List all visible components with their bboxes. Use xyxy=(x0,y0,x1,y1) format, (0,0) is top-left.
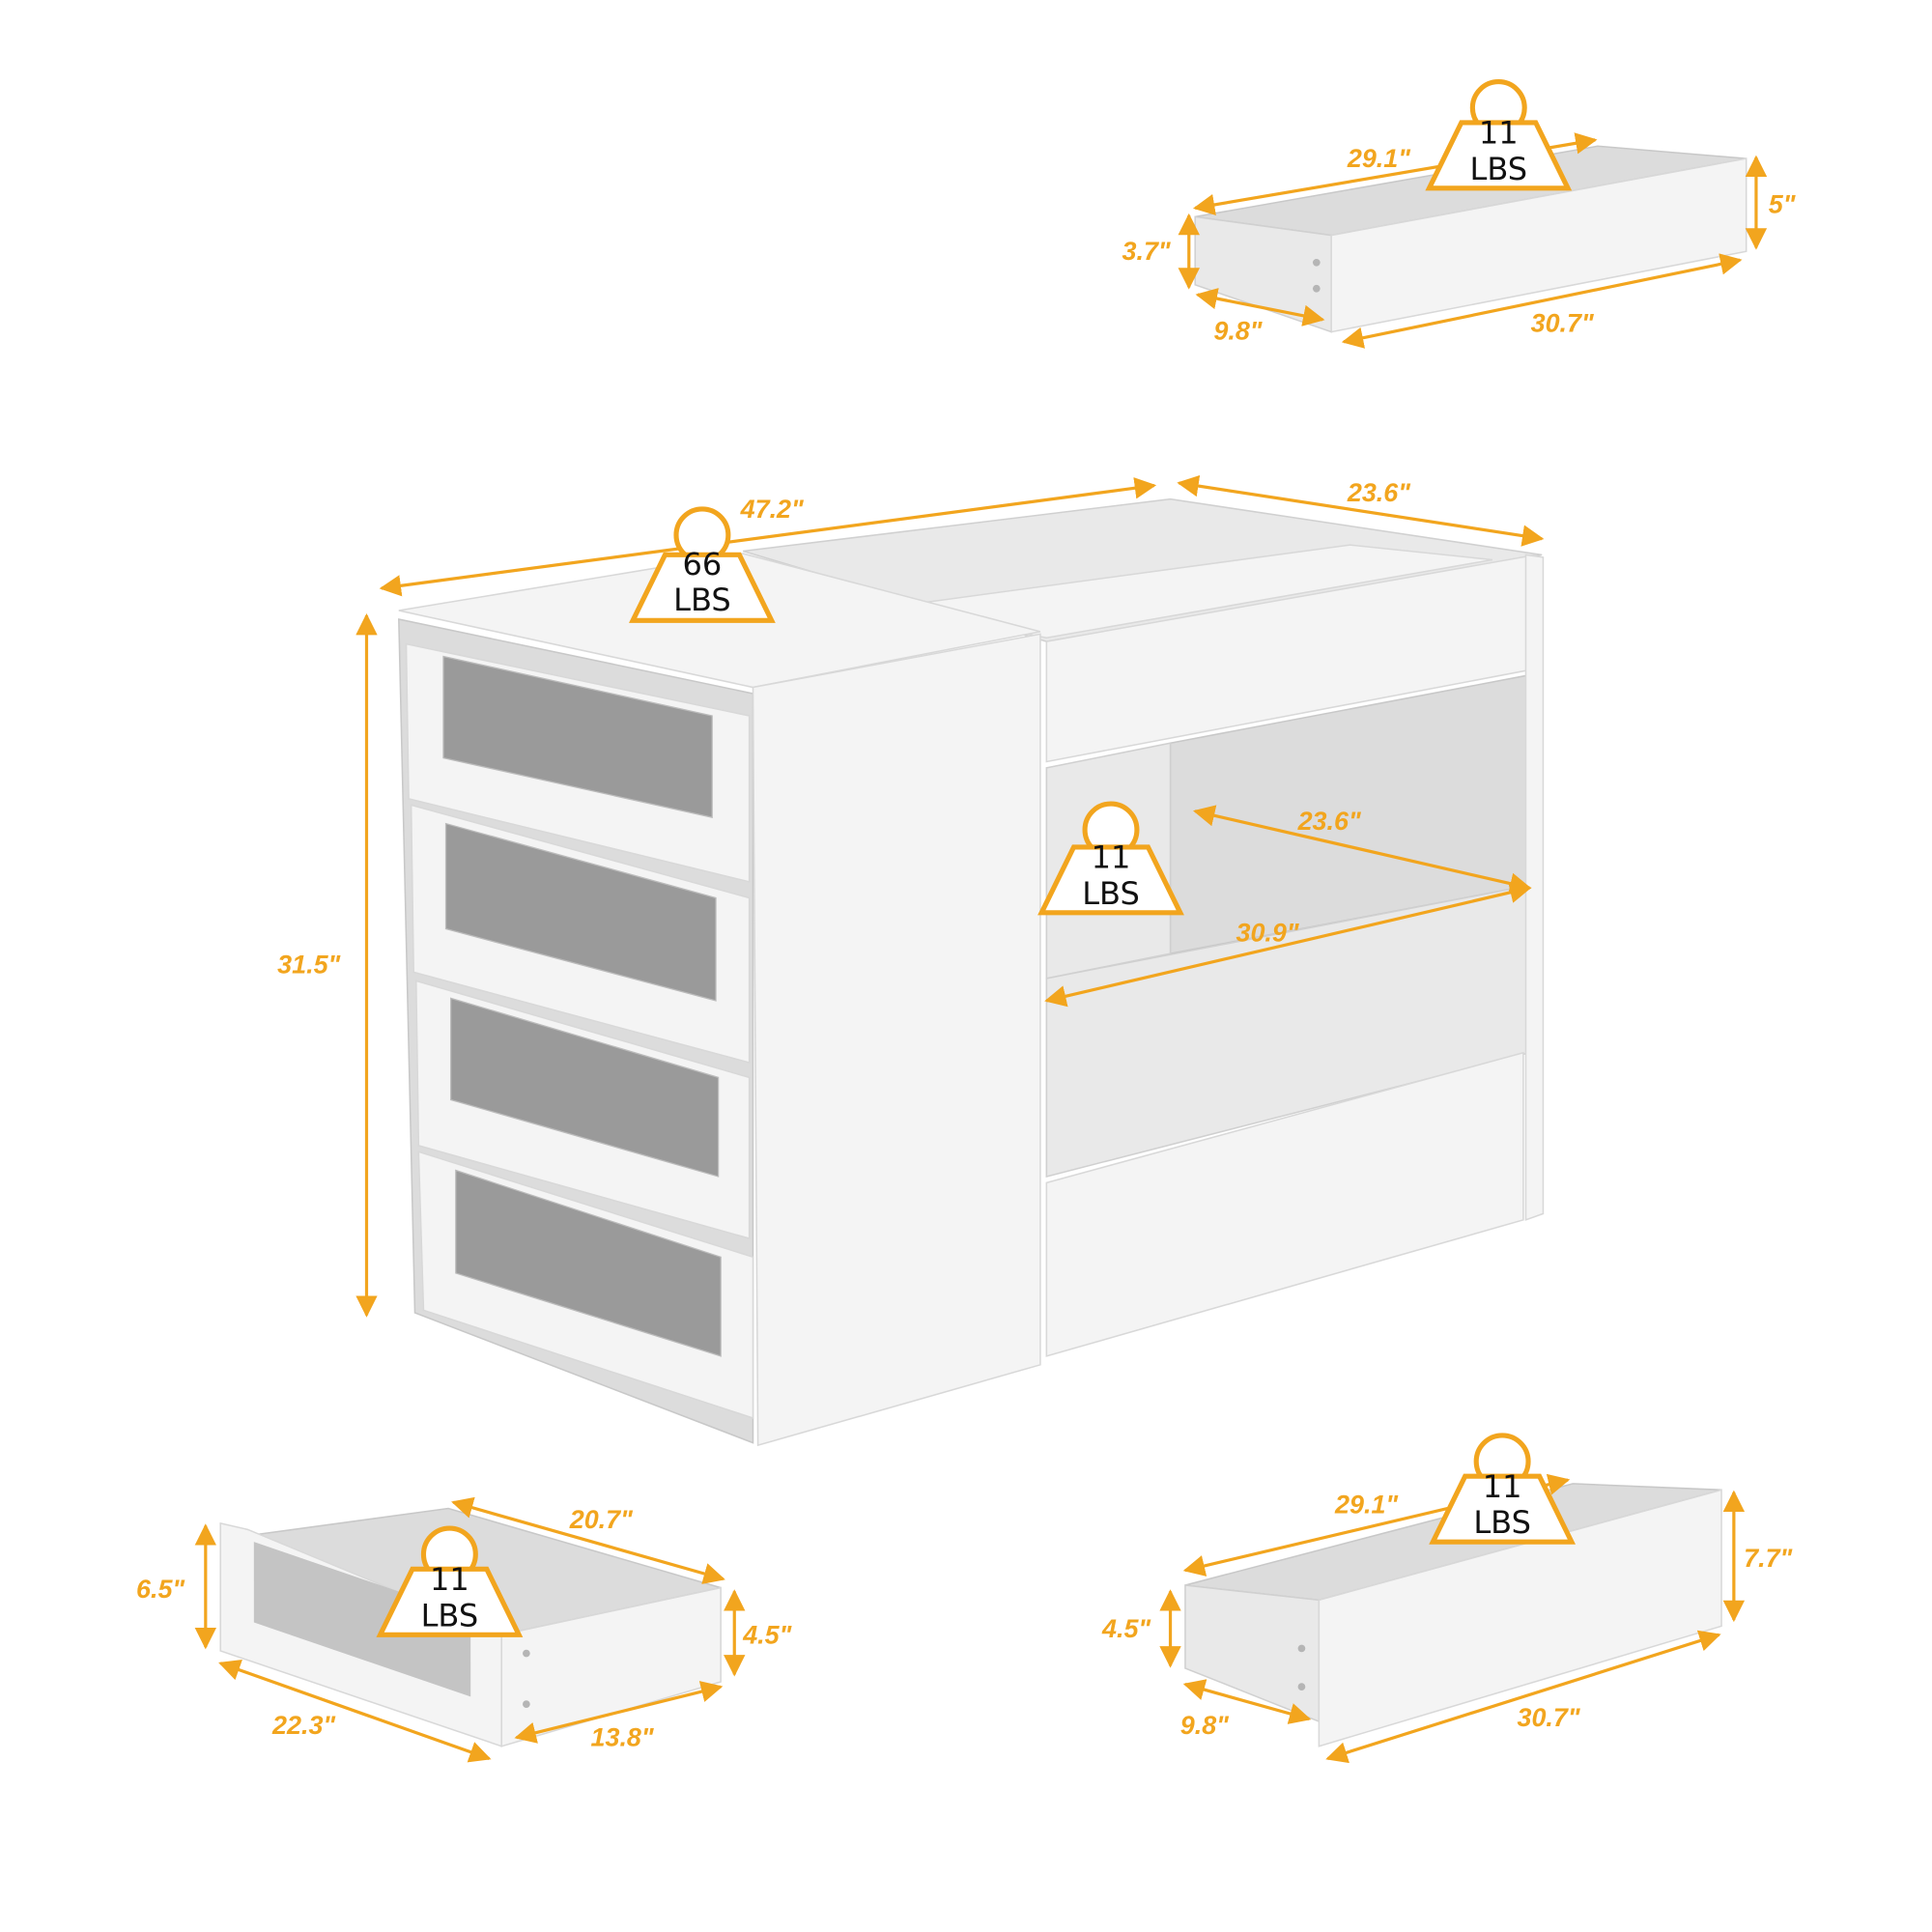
main-dimensions: 47.2" 23.6" 31.5" 23.6" 30.9" xyxy=(277,474,1545,1318)
small-drawer-depth: 20.7" xyxy=(569,1505,634,1534)
small-drawer-back-height: 4.5" xyxy=(742,1620,792,1649)
small-drawer-front-height: 6.5" xyxy=(136,1575,185,1604)
bottom-drawer-back-height: 7.7" xyxy=(1744,1544,1793,1573)
weight-badge-small-drawer: 11 LBS xyxy=(376,1525,524,1637)
cabinet-drawer[interactable] xyxy=(410,804,751,1065)
weight-unit: LBS xyxy=(1469,151,1527,187)
top-drawer-front-height: 3.7" xyxy=(1122,237,1172,266)
weight-badge-top: 66 LBS xyxy=(629,506,776,623)
width-label: 47.2" xyxy=(740,495,805,524)
top-drawer-back-height: 5" xyxy=(1769,190,1797,219)
bottom-drawer-depth: 9.8" xyxy=(1180,1711,1230,1740)
weight-value: 66 xyxy=(683,546,723,582)
small-drawer-width: 13.8" xyxy=(591,1723,655,1752)
weight-badge-bottom-drawer: 11 LBS xyxy=(1429,1433,1577,1545)
weight-value: 11 xyxy=(1092,839,1131,876)
weight-unit: LBS xyxy=(673,582,731,618)
weight-badge-shelf: 11 LBS xyxy=(1037,801,1184,916)
weight-unit: LBS xyxy=(1473,1504,1531,1541)
weight-value: 11 xyxy=(430,1561,469,1598)
depth-label: 23.6" xyxy=(1347,478,1411,507)
height-label: 31.5" xyxy=(277,951,341,980)
weight-unit: LBS xyxy=(421,1597,479,1634)
cabinet-drawer[interactable] xyxy=(417,1151,754,1420)
bottom-drawer-front-length: 30.7" xyxy=(1518,1703,1581,1732)
top-drawer-depth: 9.8" xyxy=(1213,316,1263,345)
weight-badge-top-drawer: 11 LBS xyxy=(1425,79,1573,191)
shelf-width-label: 30.9" xyxy=(1236,918,1299,947)
weight-unit: LBS xyxy=(1082,875,1140,912)
top-drawer-length: 29.1" xyxy=(1347,144,1411,173)
cabinet-drawer[interactable] xyxy=(414,980,751,1240)
cabinet-drawer[interactable] xyxy=(405,642,751,883)
top-drawer-front-length: 30.7" xyxy=(1531,309,1595,338)
bottom-drawer: 29.1" 7.7" 4.5" 9.8" 30.7" xyxy=(1101,1473,1794,1764)
main-unit xyxy=(398,497,1545,1447)
bottom-drawer-front xyxy=(1045,1051,1524,1357)
bottom-drawer-length: 29.1" xyxy=(1334,1491,1399,1520)
small-drawer-length: 22.3" xyxy=(271,1711,336,1740)
bottom-drawer-front-height: 4.5" xyxy=(1101,1614,1151,1643)
weight-value: 11 xyxy=(1483,1468,1522,1505)
weight-value: 11 xyxy=(1479,115,1519,152)
shelf-depth-label: 23.6" xyxy=(1297,807,1362,836)
cabinet-side-panel xyxy=(752,633,1041,1447)
